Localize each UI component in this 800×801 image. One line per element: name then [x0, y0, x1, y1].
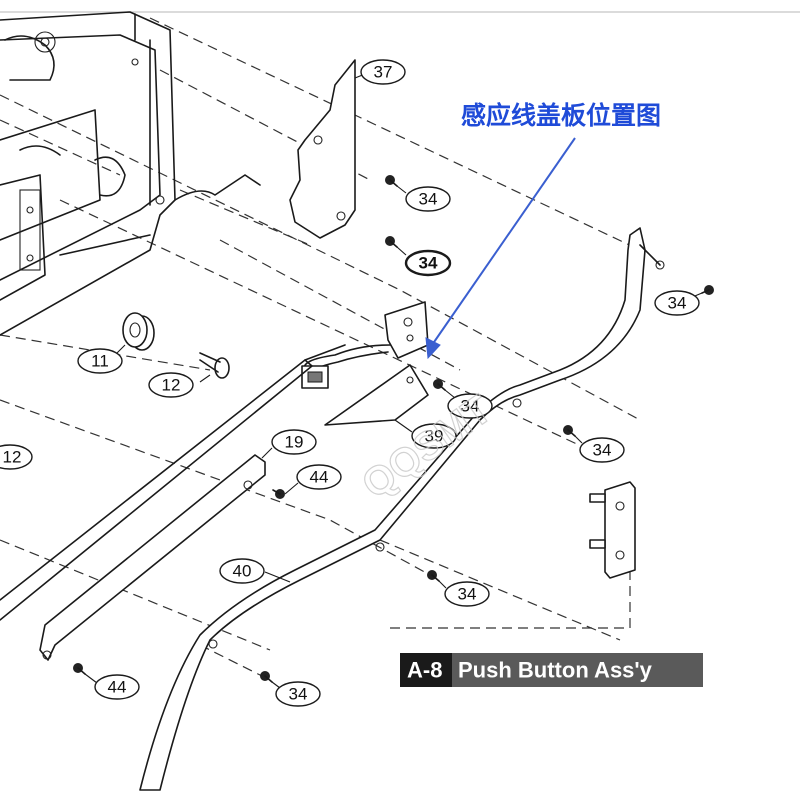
assembly-title: Push Button Ass'y [458, 658, 653, 683]
svg-text:39: 39 [425, 427, 444, 446]
callout-34: 34 [275, 681, 321, 707]
callout-40: 40 [219, 558, 265, 584]
callout-19: 19 [271, 429, 317, 455]
callout-12: 12 [148, 372, 194, 398]
svg-text:34: 34 [458, 585, 477, 604]
screw-34-b [385, 236, 398, 248]
part-11-roller [114, 312, 155, 356]
push-button-plate [589, 481, 636, 579]
part-19-bar [39, 447, 273, 661]
callouts: 37 34 34 34 34 34 34 34 39 11 12 12 19 4… [0, 59, 700, 707]
svg-text:44: 44 [108, 678, 127, 697]
part-37-cover-plate [289, 59, 366, 239]
svg-text:44: 44 [310, 468, 329, 487]
screw-34-g [260, 671, 273, 683]
svg-text:34: 34 [461, 397, 480, 416]
svg-text:12: 12 [3, 448, 22, 467]
svg-text:37: 37 [374, 63, 393, 82]
screw-44-a [272, 489, 285, 499]
callout-44: 44 [94, 674, 140, 700]
part-40-curved-frame [139, 227, 665, 791]
callout-34: 34 [654, 290, 700, 316]
svg-text:11: 11 [91, 352, 109, 371]
svg-text:34: 34 [419, 254, 438, 273]
svg-text:19: 19 [285, 433, 304, 452]
screw-34-a [385, 175, 398, 187]
screws [73, 175, 714, 683]
svg-text:40: 40 [233, 562, 252, 581]
assembly-banner: A-8 Push Button Ass'y [400, 653, 703, 687]
svg-text:34: 34 [668, 294, 687, 313]
screw-34-d [433, 379, 446, 391]
callout-34: 34 [405, 186, 451, 212]
callout-34: 34 [579, 437, 625, 463]
callout-11: 11 [77, 348, 123, 374]
screw-34-c [701, 285, 714, 295]
screw-34-e [563, 425, 576, 437]
main-frame [0, 11, 261, 336]
screw-44-b [73, 663, 86, 675]
callout-37: 37 [360, 59, 406, 85]
assembly-code: A-8 [407, 658, 442, 683]
svg-text:34: 34 [593, 441, 612, 460]
callout-34: 34 [444, 581, 490, 607]
svg-text:34: 34 [419, 190, 438, 209]
svg-text:12: 12 [162, 376, 181, 395]
part-39-bracket [324, 364, 429, 426]
callout-34-bold: 34 [404, 249, 452, 277]
callout-44: 44 [296, 464, 342, 490]
callout-12: 12 [0, 444, 33, 470]
callout-34: 34 [447, 393, 493, 419]
callout-39: 39 [411, 423, 457, 449]
part-12-screw [199, 352, 230, 383]
callout-leaders [84, 185, 703, 689]
annotation-arrow [425, 137, 576, 360]
svg-text:34: 34 [289, 685, 308, 704]
sensor-bracket-and-cable [301, 301, 429, 389]
long-rod [0, 344, 346, 621]
screw-34-f [427, 570, 440, 582]
annotation-label: 感应线盖板位置图 [461, 101, 661, 130]
